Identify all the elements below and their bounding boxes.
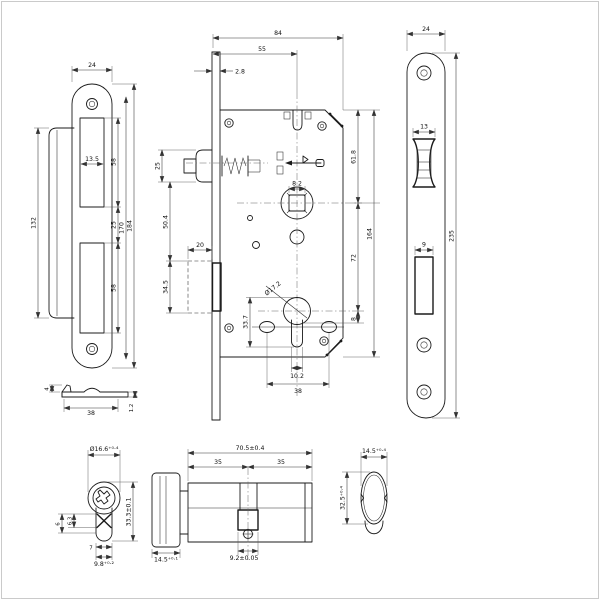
faceplate-bolt-cutout	[414, 256, 434, 315]
dim-cylinder-height: 33.7	[243, 315, 250, 329]
dim-cyl-length: 70.5±0.4	[236, 445, 265, 452]
dim-top-to-follower: 61.8	[351, 150, 358, 164]
dim-cyl-key-width: 7	[89, 546, 92, 552]
dim-strike-total-height: 184	[127, 220, 134, 232]
latch-direction-icon	[285, 155, 325, 167]
cylinder-plug	[92, 486, 116, 510]
strike-plate-outline	[71, 83, 113, 369]
dim-strike-width: 24	[88, 62, 96, 69]
faceplate-dimensions: 24 13 9 235	[406, 26, 460, 419]
dim-strike-hole-span: 170	[119, 222, 126, 234]
dim-hole-span: 38	[294, 388, 302, 395]
dim-strike-lip-height: 132	[31, 217, 38, 229]
cylinder-side-dimensions: 70.5±0.4 35 35 14.5⁺⁰·¹ 9.2±0.05	[151, 445, 313, 564]
dim-cylinder-dia: Ø17.2	[263, 279, 283, 297]
lock-case-dimensions: 84 55 2.8 25 50.4 34.5 20 8.2	[155, 30, 380, 395]
dim-cyl-half-b: 35	[277, 459, 285, 466]
dim-knob-width: 14.5⁺⁰·⁴	[362, 448, 386, 455]
dim-cyl-height: 33.3±0.1	[126, 498, 133, 527]
dim-cyl-diameter: Ø16.6⁺⁰·⁴	[90, 445, 119, 453]
dim-case-total-width: 84	[274, 30, 282, 37]
screw-hole-icon	[416, 65, 432, 400]
dim-latch-height: 25	[155, 162, 162, 170]
dim-knob-thickness: 14.5⁺⁰·¹	[154, 557, 178, 564]
corner-lever-icon	[325, 112, 344, 357]
dim-latch-to-bolt: 50.4	[163, 215, 170, 229]
cylinder-narrow-body	[95, 507, 113, 542]
knob-outline	[360, 471, 388, 525]
dim-cam-width: 9.2±0.05	[230, 555, 259, 562]
dim-strike-slot-width: 13.5	[85, 156, 99, 163]
dim-cyl-body-width: 9.8⁺⁰·²	[94, 561, 115, 568]
dim-follower-to-cylinder: 72	[351, 254, 358, 262]
cylinder-hole	[259, 297, 337, 348]
strike-dimensions: 13.5 58 25 58 170 184 24 132	[31, 62, 137, 369]
dim-strike-slot-upper: 58	[111, 158, 118, 166]
dim-faceplate-height: 235	[449, 230, 456, 242]
cylinder-side-view: 70.5±0.4 35 35 14.5⁺⁰·¹ 9.2±0.05	[151, 445, 313, 564]
dim-follower-square: 8.2	[292, 181, 302, 188]
top-slot	[292, 109, 303, 131]
strike-side-profile	[61, 387, 129, 398]
dim-cyl-cam-b: 6	[56, 522, 62, 526]
latch-cutout	[79, 117, 105, 208]
dim-strike-gap: 25	[111, 221, 118, 229]
dim-cyl-half-a: 35	[214, 459, 222, 466]
dim-cyl-cam-a: 6.3	[68, 517, 74, 526]
dim-faceplate-thickness: 2.8	[235, 69, 245, 76]
faceplate-latch-cutout	[412, 138, 436, 188]
cylinder-body-circle	[87, 481, 121, 515]
strike-plate-front-view: 13.5 58 25 58 170 184 24 132	[31, 62, 137, 369]
strike-plate-side-view: 4 38 1.2	[45, 384, 138, 417]
dim-strike-lip: 4	[45, 387, 51, 391]
lock-case-outline	[219, 109, 344, 358]
screw-post-icon	[224, 118, 329, 346]
knob-dimensions: 14.5⁺⁰·⁴ 32.5⁺⁰·⁴	[340, 448, 388, 525]
dim-bolt-height: 34.5	[163, 280, 170, 294]
dim-backset: 55	[258, 46, 266, 53]
bolt-cutout	[79, 242, 105, 334]
cylinder-end-dimensions: Ø16.6⁺⁰·⁴ 33.3±0.1 6.3 6 7 9.8⁺⁰·²	[56, 445, 138, 568]
dim-strike-side-width: 38	[87, 410, 95, 417]
dim-cylinder-width: 10.2	[290, 373, 304, 380]
dim-faceplate-width: 24	[422, 26, 430, 33]
cylinder-end-view: Ø16.6⁺⁰·⁴ 33.3±0.1 6.3 6 7 9.8⁺⁰·²	[56, 445, 138, 568]
dim-faceplate-latch-cutout: 13	[420, 124, 428, 131]
dim-strike-slot-lower: 58	[111, 284, 118, 292]
thumbturn-knob	[151, 472, 181, 548]
dim-cylinder-to-edge: 8	[351, 317, 358, 321]
knob-neck	[364, 520, 384, 535]
strike-lip	[48, 127, 75, 319]
spring-icon	[221, 155, 261, 177]
cylinder-body	[187, 482, 313, 543]
faceplate-outline	[406, 52, 446, 419]
dim-strike-thickness: 1.2	[129, 404, 135, 413]
knob-front-view: 14.5⁺⁰·⁴ 32.5⁺⁰·⁴	[340, 448, 388, 535]
lock-faceplate-edge	[211, 51, 221, 421]
latch-bolt	[183, 149, 268, 183]
keyhole-icon	[95, 489, 111, 505]
lock-case-front-view: 84 55 2.8 25 50.4 34.5 20 8.2	[155, 30, 380, 421]
dim-faceplate-bolt-cutout: 9	[422, 242, 426, 249]
cam-cross-icon	[96, 513, 112, 529]
dim-knob-height: 32.5⁺⁰·⁴	[340, 486, 347, 510]
dim-case-total-height: 164	[367, 228, 374, 240]
dim-bolt-throw: 20	[196, 242, 204, 249]
screw-hole-icon	[86, 98, 98, 355]
faceplate-front-view: 24 13 9 235	[406, 26, 460, 419]
deadbolt	[187, 260, 222, 314]
